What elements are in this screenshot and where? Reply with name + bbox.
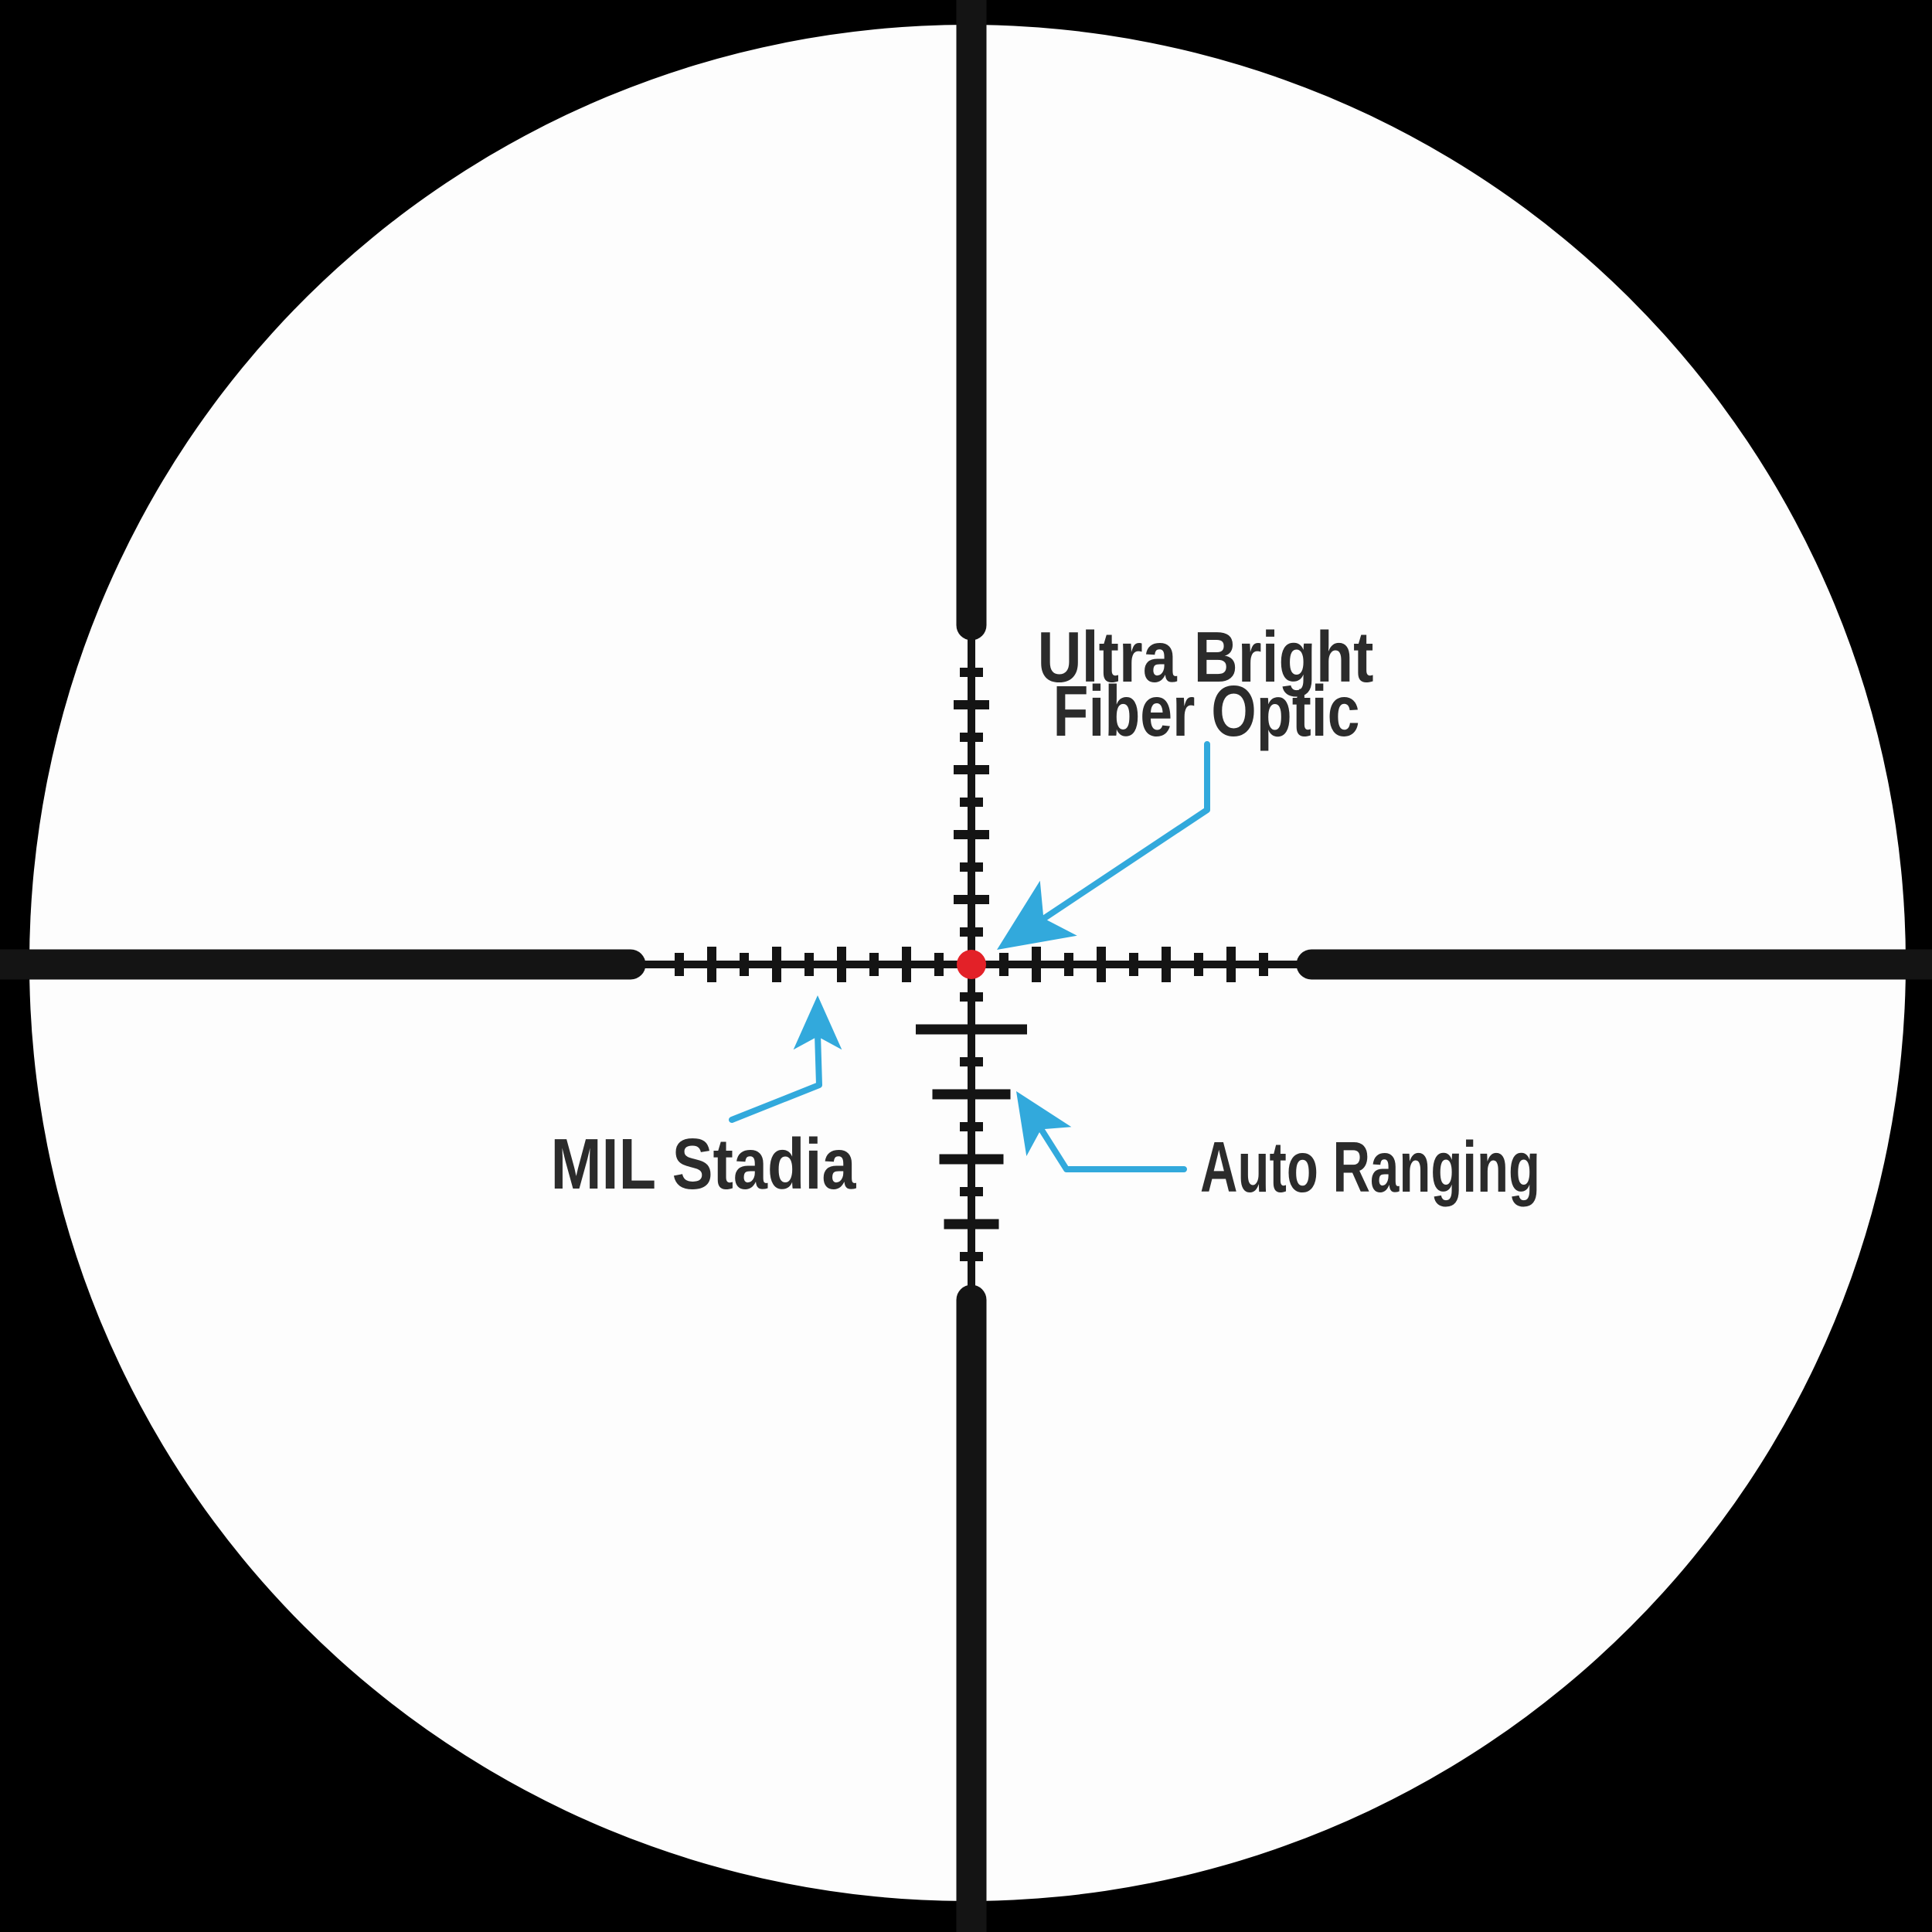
auto-ranging-callout-line: [1036, 1122, 1187, 1172]
mil-stadia-ticks-vertical: [954, 668, 989, 1261]
mil-stadia-ticks-horizontal: [675, 947, 1268, 982]
label-auto-ranging: Auto Ranging: [1200, 1127, 1540, 1207]
label-fiber-optic-line1: Ultra Bright: [1038, 617, 1374, 697]
label-mil-stadia: MIL Stadia: [551, 1124, 857, 1204]
auto-ranging-stadia-bars: [916, 1024, 1027, 1230]
labels: Ultra Bright Fiber Optic MIL Stadia Auto…: [551, 617, 1541, 1207]
mil-stadia-arrowhead-icon: [793, 995, 842, 1050]
fiber-optic-callout-line: [1031, 741, 1210, 928]
label-fiber-optic-line2: Fiber Optic: [1053, 671, 1360, 751]
auto-ranging-arrowhead-icon: [1016, 1091, 1072, 1157]
fiber-optic-arrowhead-icon: [997, 880, 1077, 950]
fiber-optic-center-dot: [957, 950, 986, 979]
callouts: [729, 741, 1210, 1172]
mil-stadia-callout-line: [729, 1031, 822, 1123]
